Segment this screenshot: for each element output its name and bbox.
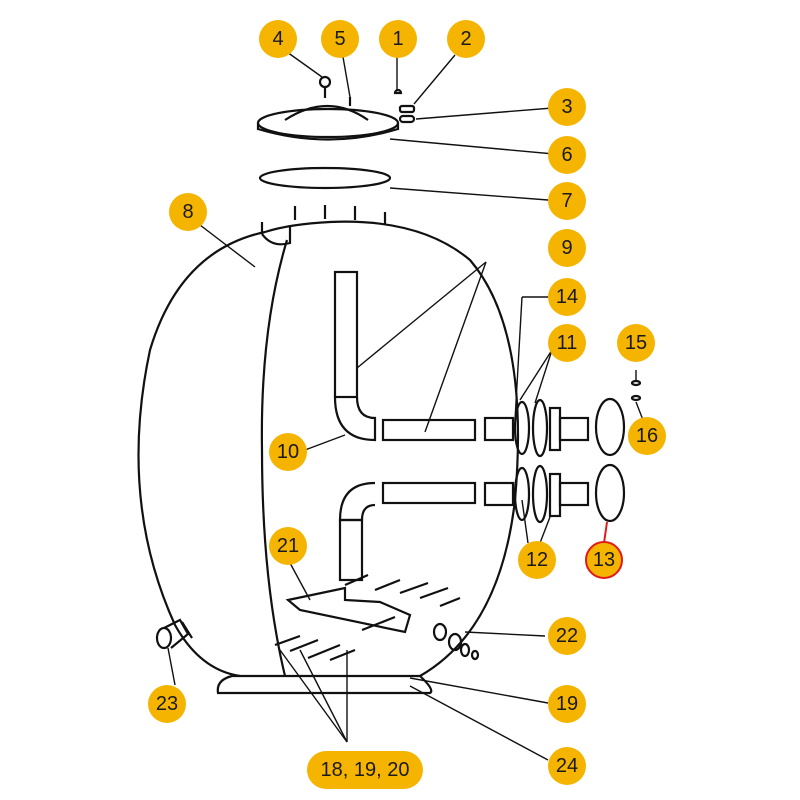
callout-9[interactable]: 9 (548, 229, 586, 267)
lower-oring (594, 463, 626, 523)
leader-lines (167, 51, 644, 761)
tank-inner-seam (260, 239, 289, 677)
lower-gasket-b (531, 464, 549, 524)
small-oring-15 (630, 379, 642, 387)
lid-dome (284, 104, 369, 121)
lid-group (256, 75, 416, 190)
upper-gasket-a (513, 400, 531, 456)
small-oring-16 (630, 394, 642, 402)
callout-3[interactable]: 3 (548, 88, 586, 126)
tank-base (216, 674, 433, 695)
callout-1[interactable]: 1 (379, 20, 417, 58)
lid-rim (256, 123, 400, 141)
lower-outlet (558, 481, 590, 507)
lower-pipe (338, 518, 364, 582)
upper-oring (594, 397, 626, 457)
lid (256, 107, 400, 139)
upper-nut (548, 406, 562, 452)
highlight-leader (603, 521, 608, 544)
callout-24[interactable]: 24 (548, 747, 586, 785)
callout-12[interactable]: 12 (518, 541, 556, 579)
laterals-assembly (274, 573, 480, 662)
callout-16[interactable]: 16 (628, 417, 666, 455)
plug-part (398, 104, 416, 114)
flange-ticks (260, 205, 387, 234)
upper-pipe (333, 270, 359, 399)
callout-21[interactable]: 21 (269, 527, 307, 565)
lower-gasket-a (513, 466, 531, 522)
callout-10[interactable]: 10 (269, 433, 307, 471)
upper-gasket-b (531, 398, 549, 458)
lid-oring (258, 166, 392, 190)
callout-4[interactable]: 4 (259, 20, 297, 58)
callout-7[interactable]: 7 (548, 182, 586, 220)
upper-horizontal-pipe (381, 418, 477, 442)
callout-14[interactable]: 14 (548, 278, 586, 316)
callout-5[interactable]: 5 (321, 20, 359, 58)
callout-11[interactable]: 11 (548, 324, 586, 362)
plug-oring (398, 114, 416, 124)
callout-22[interactable]: 22 (548, 617, 586, 655)
upper-elbow (333, 396, 377, 442)
tank-body (137, 220, 520, 678)
callout-2[interactable]: 2 (447, 20, 485, 58)
lower-horizontal-pipe (381, 481, 477, 505)
air-release-knob (318, 75, 332, 89)
tank-neck (261, 225, 292, 246)
upper-port (483, 416, 515, 442)
small-cap-part (393, 88, 403, 95)
callout-6[interactable]: 6 (548, 136, 586, 174)
lower-port (483, 481, 515, 507)
tank-group (137, 205, 642, 695)
callout-8[interactable]: 8 (169, 193, 207, 231)
lower-nut (548, 472, 562, 518)
callout-18-19-20[interactable]: 18, 19, 20 (307, 751, 423, 789)
lower-elbow (338, 481, 376, 522)
drain-valve (155, 618, 193, 650)
callout-13-highlighted[interactable]: 13 (585, 541, 623, 579)
upper-outlet (558, 416, 590, 442)
callout-19[interactable]: 19 (548, 685, 586, 723)
callout-15[interactable]: 15 (617, 324, 655, 362)
callout-23[interactable]: 23 (148, 685, 186, 723)
